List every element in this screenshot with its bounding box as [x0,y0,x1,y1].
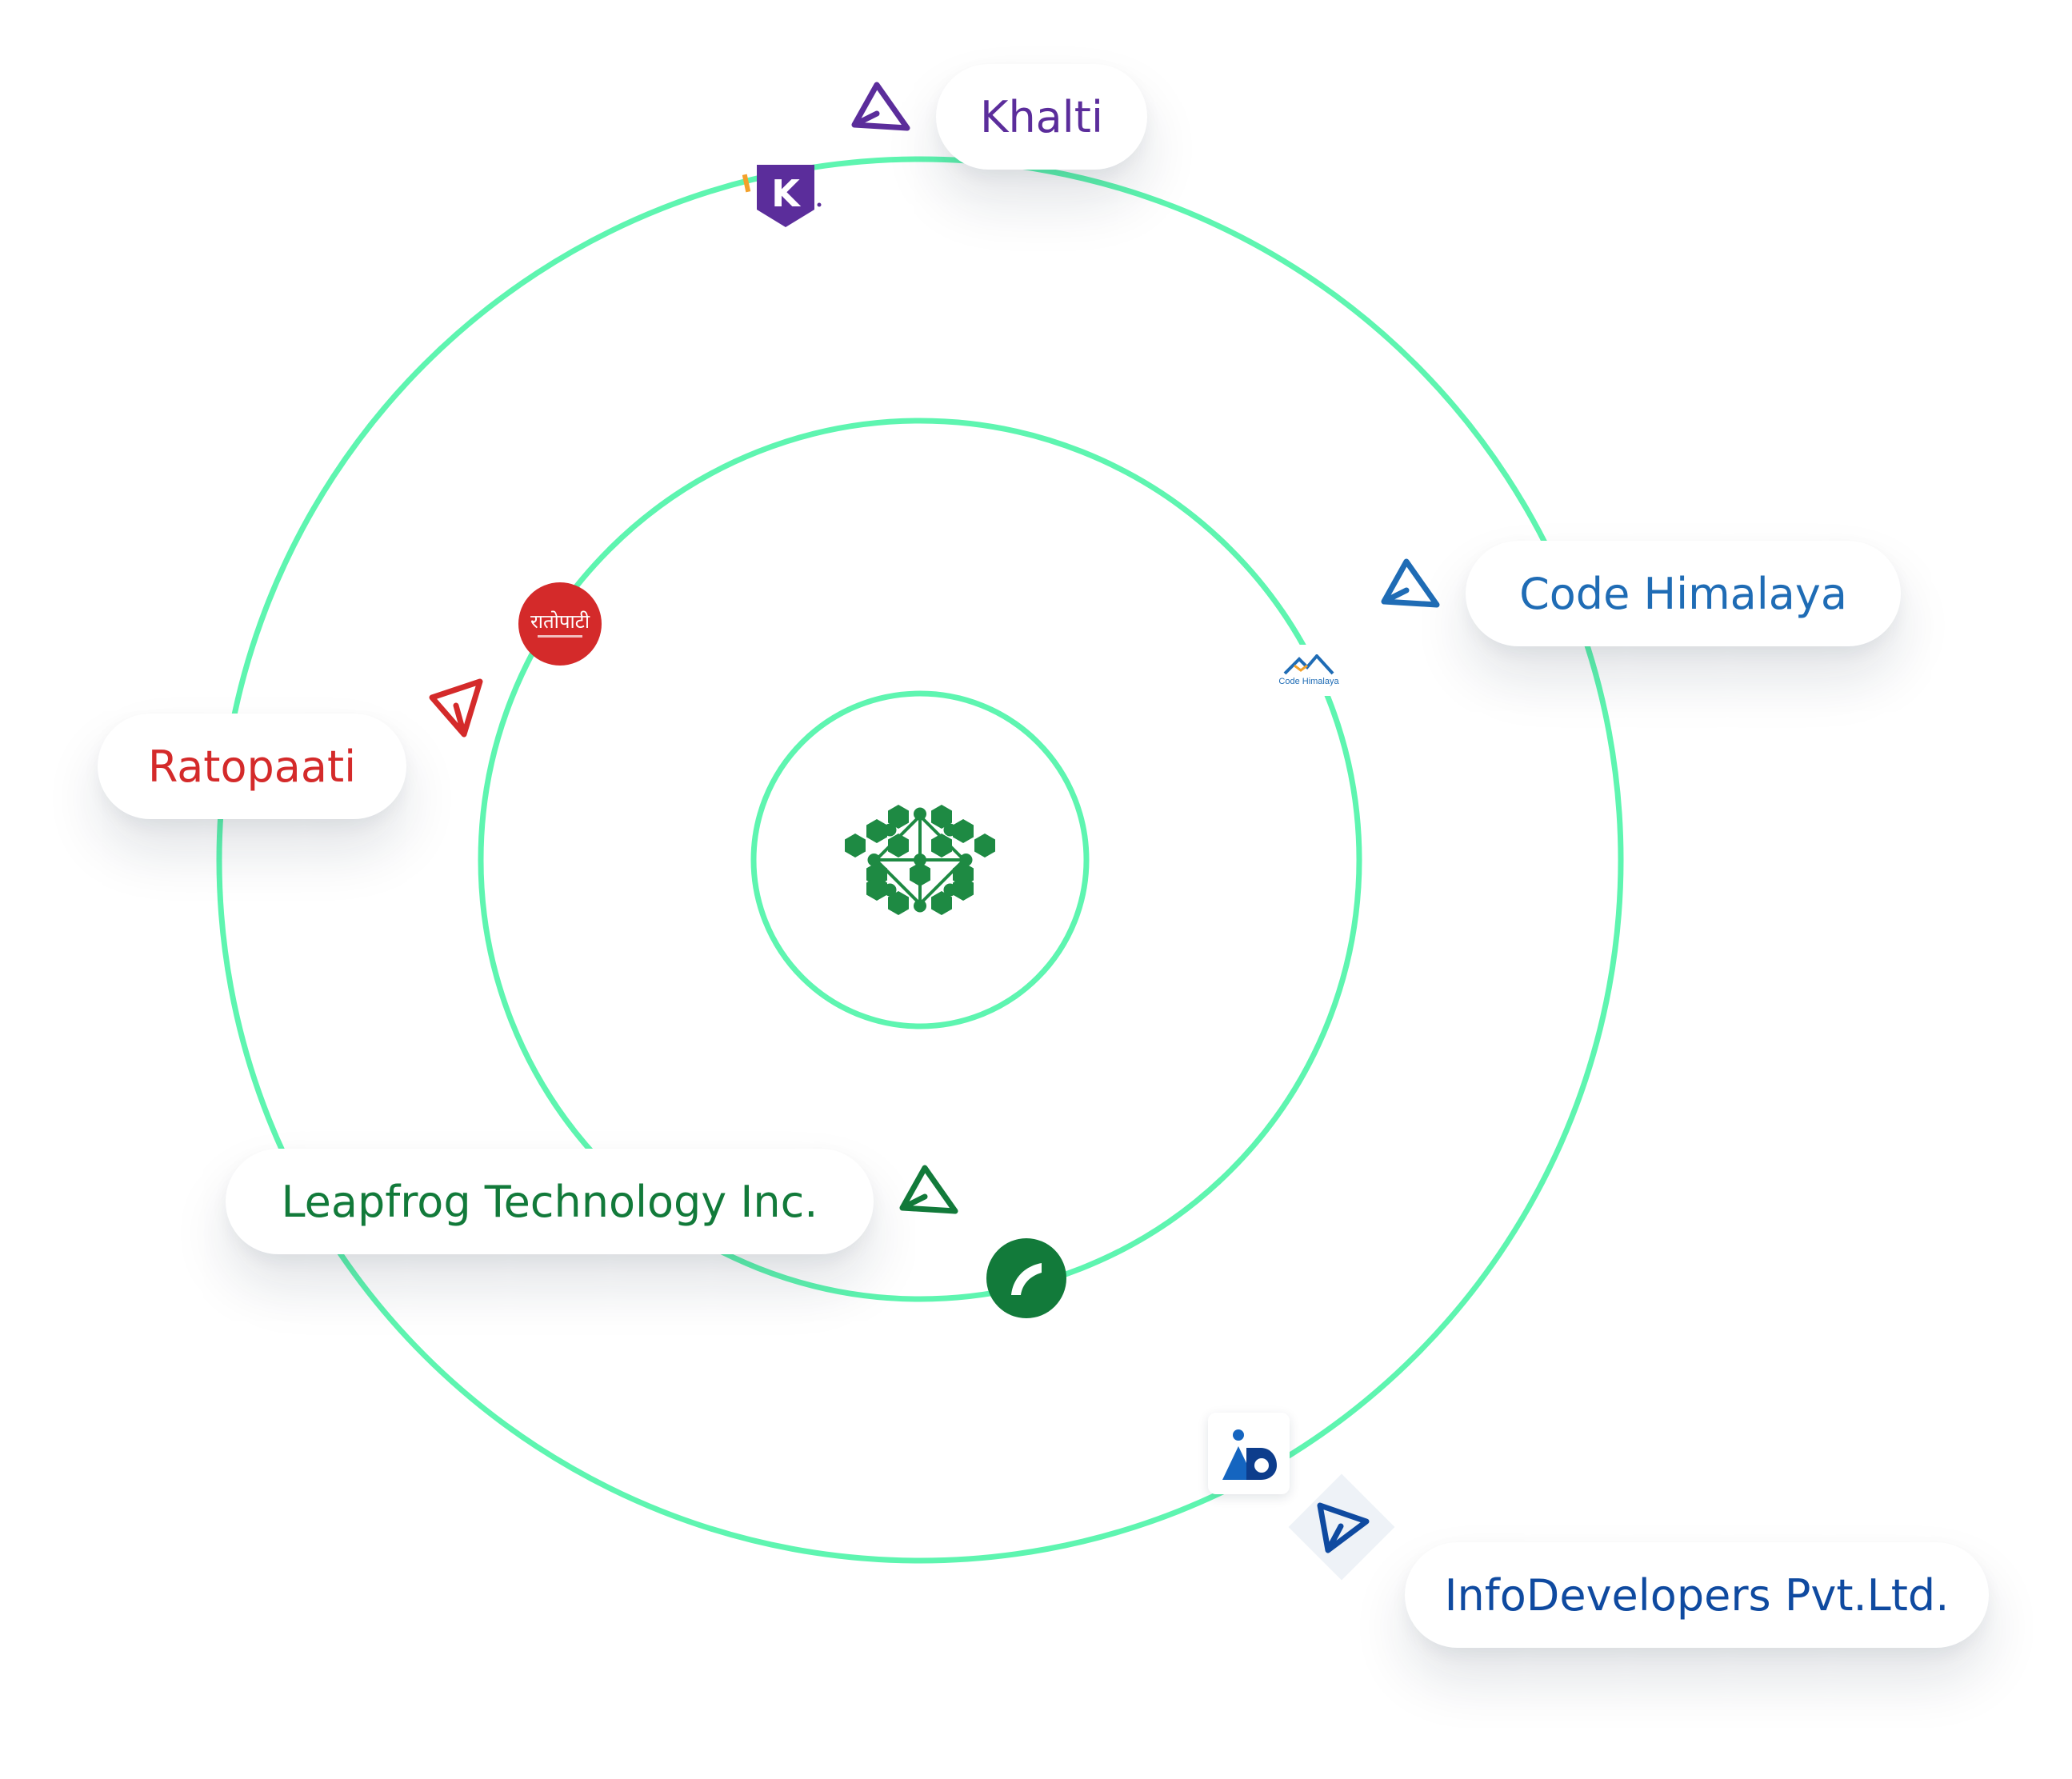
leapfrog-logo[interactable] [986,1237,1067,1319]
network-hex-node [866,819,887,843]
network-hex-node [974,834,995,858]
leapfrog-label-pill[interactable]: Leapfrog Technology Inc. [226,1149,874,1254]
network-hex-node [845,834,866,858]
mountain-icon [1283,654,1334,675]
leapfrog-label: Leapfrog Technology Inc. [281,1176,818,1227]
khalti-logo-accent [742,174,751,193]
network-hex-node [931,891,952,915]
code-himalaya-logo[interactable]: Code Himalaya [1267,645,1350,696]
infodevelopers-mark-icon [1222,1429,1277,1480]
network-hex-node [888,805,909,829]
orbit-middle [478,418,1362,1302]
code-himalaya-label-pill[interactable]: Code Himalaya [1466,541,1901,646]
ratopaati-logo-text: रातोपाटी [530,610,590,633]
network-hex-node [953,877,974,901]
khalti-logo-letter: K [771,172,802,215]
khalti-logo-shield [757,165,814,227]
leapfrog-cursor-arrow-icon [899,1165,958,1214]
ratopaati-label: Ratopaati [147,741,357,792]
network-dot [883,823,897,837]
code-himalaya-logo-caption: Code Himalaya [1278,677,1339,686]
ratopaati-cursor-arrow-icon [429,678,483,738]
infodevelopers-cursor-arrow-icon [1317,1502,1370,1553]
khalti-logo-dot [817,202,822,207]
hexagon-network-icon [845,805,995,915]
orbit-outer [216,156,1624,1564]
network-hex-node [931,805,952,829]
network-dot [914,807,926,821]
ratopaati-logo-underline [538,634,582,638]
network-hex-node [888,834,909,858]
ratopaati-label-pill[interactable]: Ratopaati [98,714,406,819]
network-hex-node [931,834,952,858]
infodevelopers-logo[interactable] [1208,1413,1290,1494]
khalti-cursor-arrow-icon [851,82,910,131]
network-hex-node [953,819,974,843]
ratopaati-logo[interactable]: रातोपाटी [518,582,602,666]
code-himalaya-cursor-arrow-icon [1381,558,1440,608]
infodevelopers-label-pill[interactable]: InfoDevelopers Pvt.Ltd. [1405,1542,1989,1648]
khalti-label: Khalti [980,91,1103,142]
network-dot [867,854,881,866]
network-hex-node [866,877,887,901]
code-himalaya-label: Code Himalaya [1519,568,1847,619]
network-dot [914,854,926,866]
network-dot [914,899,926,913]
infodevelopers-label: InfoDevelopers Pvt.Ltd. [1444,1569,1950,1621]
network-dot [943,823,957,837]
network-dot [943,883,957,897]
khalti-logo[interactable]: K [742,160,822,232]
orbit-inner [750,690,1090,1029]
network-dot [883,883,897,897]
network-hex-node [888,891,909,915]
khalti-label-pill[interactable]: Khalti [936,64,1147,170]
leapfrog-logo-mark [1011,1263,1042,1295]
network-dot [959,854,973,866]
network-hex-node [910,862,930,886]
